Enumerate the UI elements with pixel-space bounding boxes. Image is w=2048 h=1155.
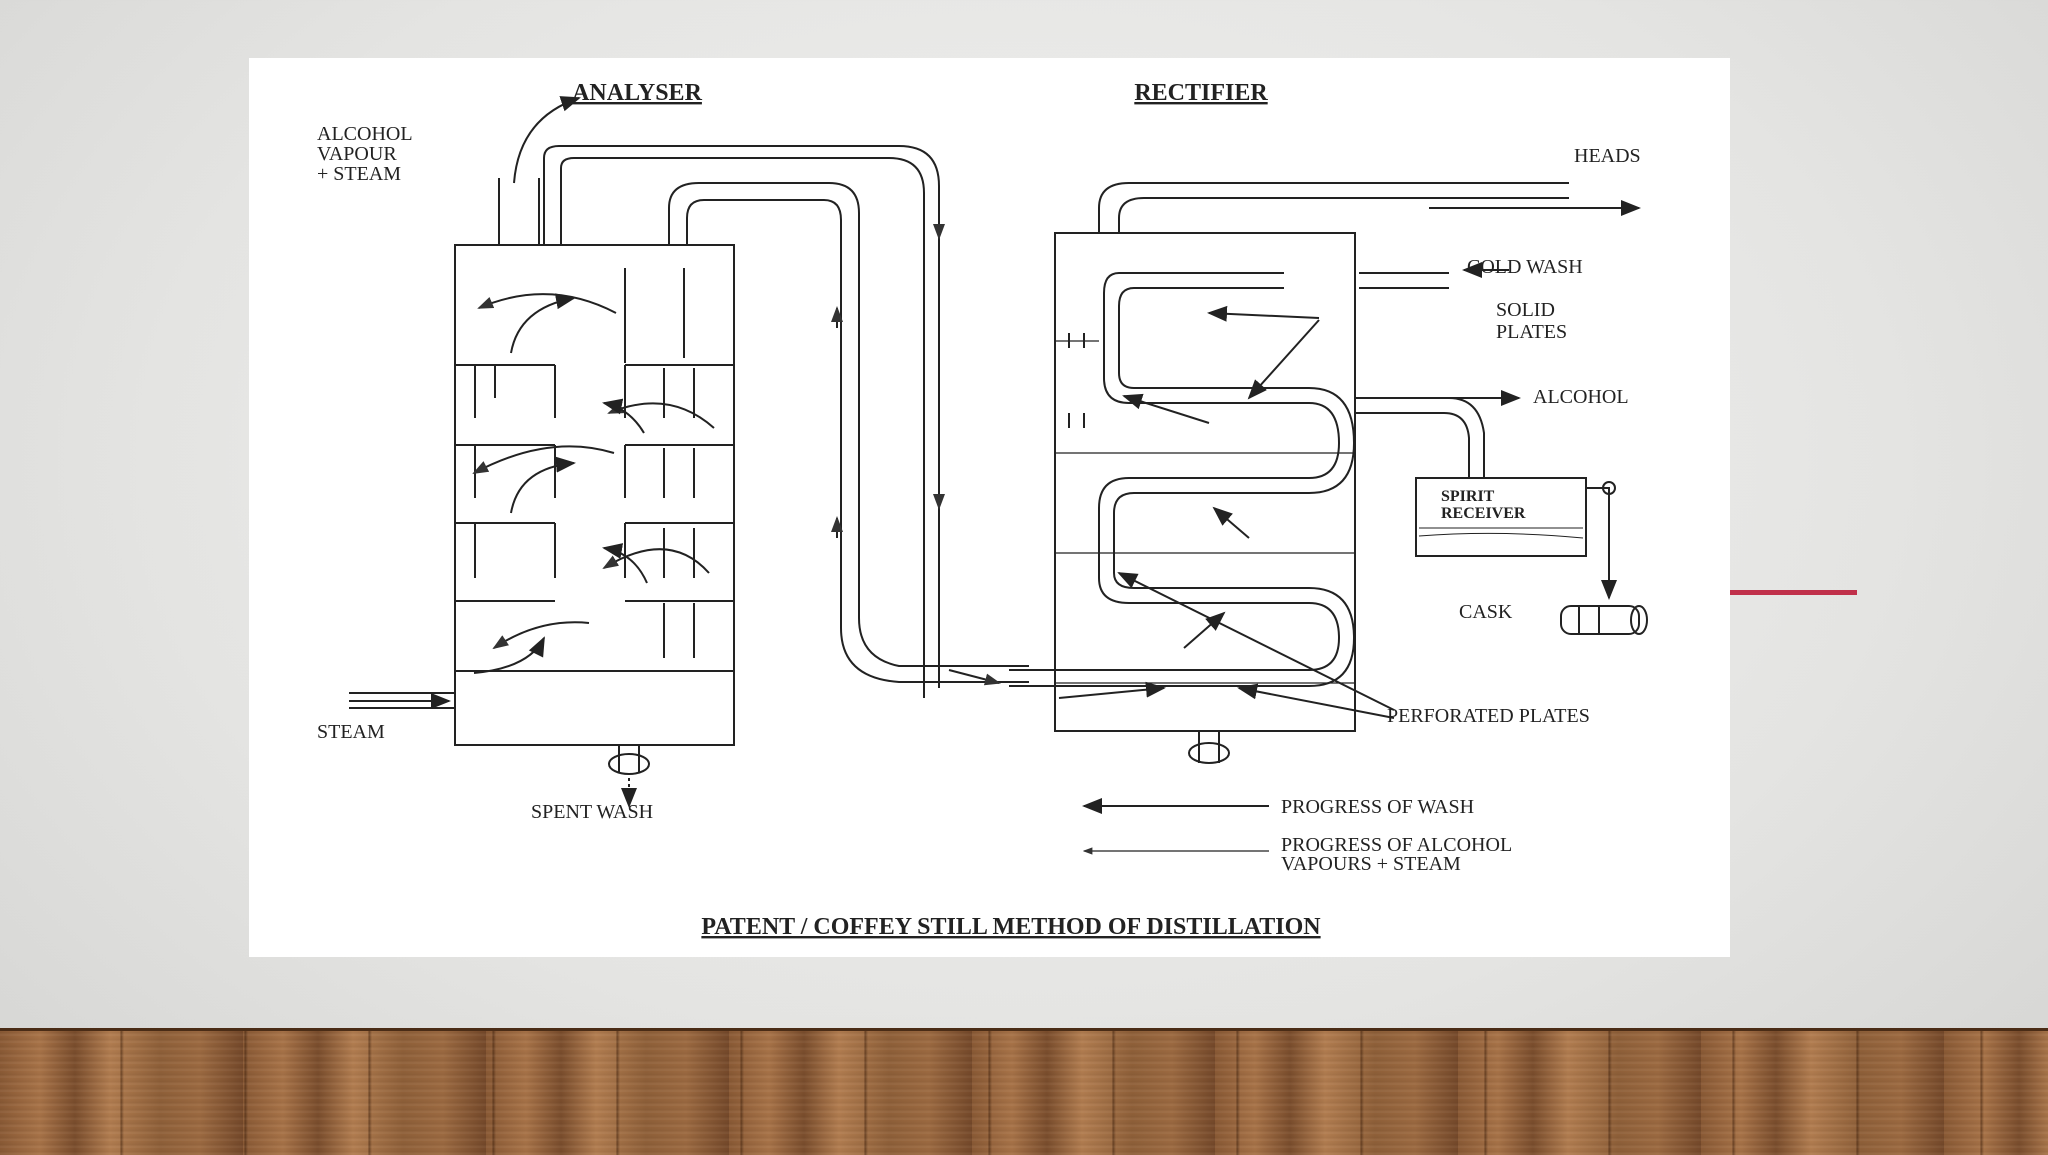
alcohol-vapour-label-3: + STEAM	[317, 163, 401, 185]
analyser-title: ANALYSER	[572, 80, 702, 106]
spirit-receiver-label-2: RECEIVER	[1441, 505, 1526, 522]
perforated-plates-label: PERFORATED PLATES	[1387, 705, 1590, 727]
solid-plates-label-1: SOLID	[1496, 299, 1555, 321]
legend-wash-label: PROGRESS OF WASH	[1281, 796, 1474, 818]
cask-icon	[1561, 606, 1647, 634]
spirit-receiver-label-1: SPIRIT	[1441, 488, 1495, 505]
rectifier-column	[1055, 233, 1355, 731]
legend-vapour-label-2: VAPOURS + STEAM	[1281, 853, 1461, 875]
wooden-floor	[0, 1028, 2048, 1155]
solid-plates-label-2: PLATES	[1496, 321, 1567, 343]
diagram-card: ANALYSER RECTIFIER ALCOHOL VAPOUR + STEA…	[249, 58, 1730, 957]
steam-label: STEAM	[317, 721, 385, 743]
heads-label: HEADS	[1574, 145, 1641, 167]
diagram-caption: PATENT / COFFEY STILL METHOD OF DISTILLA…	[701, 914, 1321, 940]
spent-wash-label: SPENT WASH	[531, 801, 653, 823]
coffey-still-diagram: ANALYSER RECTIFIER ALCOHOL VAPOUR + STEA…	[249, 58, 1730, 957]
alcohol-vapour-label-2: VAPOUR	[317, 143, 397, 165]
alcohol-vapour-label-1: ALCOHOL	[317, 123, 413, 145]
cold-wash-label: COLD WASH	[1467, 256, 1583, 278]
rectifier-title: RECTIFIER	[1134, 80, 1268, 106]
alcohol-label: ALCOHOL	[1533, 386, 1629, 408]
accent-line	[1730, 590, 1857, 595]
cask-label: CASK	[1459, 601, 1513, 623]
